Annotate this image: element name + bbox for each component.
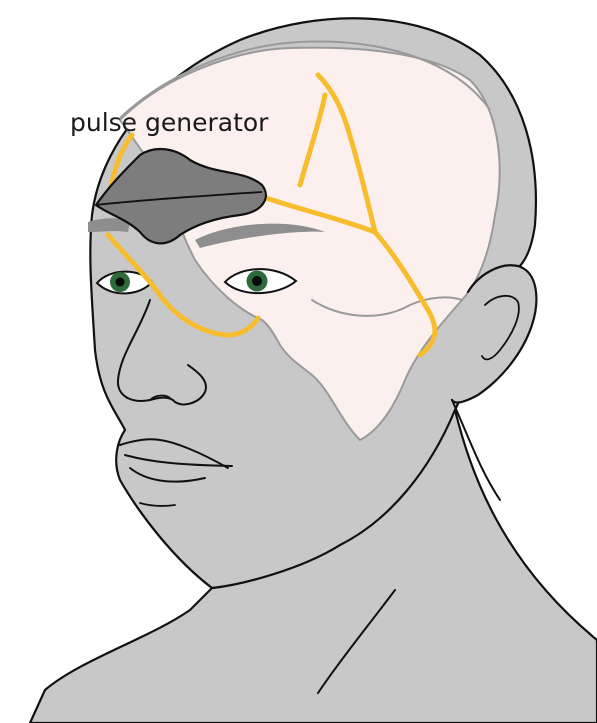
right-pupil bbox=[252, 276, 262, 286]
left-pupil bbox=[116, 278, 125, 287]
pulse-generator-label: pulse generator bbox=[70, 110, 268, 135]
